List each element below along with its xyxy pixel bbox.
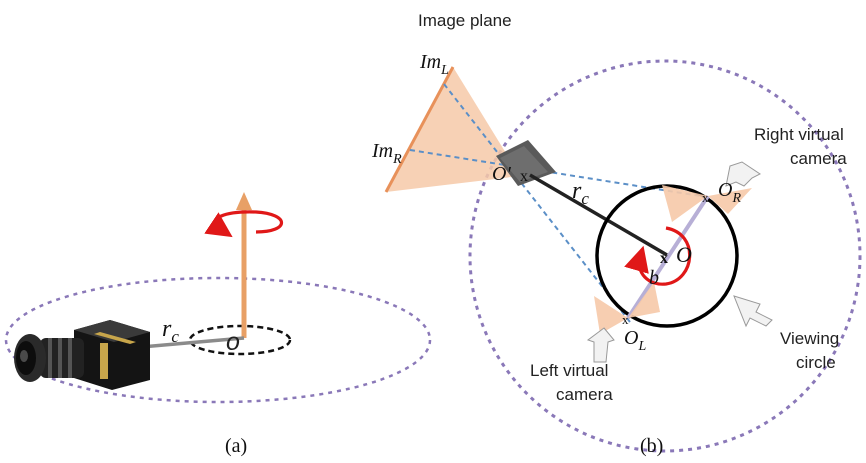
o-r-label: OR: [718, 179, 741, 206]
right-cam-marker: x: [702, 190, 709, 205]
radius-line-b: [529, 173, 668, 257]
panel-a: rc o (a): [4, 192, 432, 457]
right-camera-callout-arrow: [725, 161, 761, 187]
center-label-b: O: [676, 242, 692, 267]
right-camera-label-1: Right virtual: [754, 125, 844, 144]
rotation-axis-head: [236, 192, 252, 210]
im-l-label: ImL: [419, 51, 449, 78]
left-cam-marker: x: [622, 312, 629, 327]
camera-icon: [14, 320, 150, 390]
panel-b: x x x x Image plane ImL ImR: [371, 11, 862, 457]
rotation-arrow-a: [204, 210, 284, 238]
baseline-line: [626, 194, 710, 320]
left-camera-label-1: Left virtual: [530, 361, 608, 380]
radius-label-b: rc: [572, 178, 589, 208]
viewing-circle-callout-arrow: [733, 295, 773, 328]
o-prime-label: O': [492, 163, 511, 185]
left-virtual-camera-icon: [594, 282, 660, 334]
cross-marker: x: [520, 168, 528, 185]
right-virtual-camera-icon: [662, 185, 752, 222]
radius-label-a: rc: [162, 316, 179, 346]
image-plane-line: [384, 66, 455, 193]
o-l-label: OL: [624, 327, 646, 354]
viewing-circle-label-2: circle: [796, 353, 836, 372]
camera-orbit-a: [4, 276, 432, 404]
center-label-a: o: [226, 328, 240, 356]
center-ellipse-a: [188, 324, 292, 356]
viewing-circle: [595, 184, 739, 328]
camera-frustum: [386, 67, 520, 192]
left-camera-label-2: camera: [556, 385, 613, 404]
baseline-label: b: [649, 267, 659, 289]
camera-orbit-b: [468, 59, 862, 453]
right-camera-label-2: camera: [790, 149, 847, 168]
center-marker: x: [660, 250, 668, 267]
image-plane-label: Image plane: [418, 11, 512, 30]
rotation-arrow-b: [624, 226, 692, 286]
caption-a: (a): [225, 435, 247, 457]
viewing-circle-label-1: Viewing: [780, 329, 839, 348]
main-camera-icon: [496, 140, 556, 186]
im-r-label: ImR: [371, 140, 402, 167]
left-camera-callout-arrow: [586, 327, 615, 363]
caption-b: (b): [640, 435, 663, 457]
